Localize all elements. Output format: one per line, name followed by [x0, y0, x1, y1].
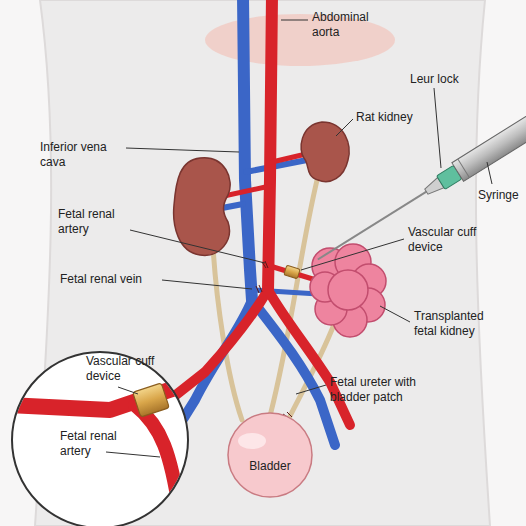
- arteries: [172, 0, 350, 425]
- part-label: Fetal renal artery: [60, 429, 132, 459]
- part-label: Fetal ureter with bladder patch: [330, 375, 442, 405]
- leader-line: [434, 88, 441, 168]
- part-label: Fetal renal vein: [60, 272, 162, 287]
- kidney-lobe: [328, 270, 368, 310]
- inset-cuff: [133, 383, 170, 417]
- iliac-artery: [172, 290, 268, 398]
- leader-line: [126, 148, 239, 152]
- leader-lines: [106, 20, 492, 457]
- part-label: Inferior vena cava: [40, 140, 124, 170]
- leader-line: [162, 280, 252, 289]
- part-label: Fetal renal artery: [58, 207, 132, 237]
- bladder-circle: [228, 413, 312, 497]
- leader-line: [336, 119, 353, 136]
- bladder: Bladder: [218, 411, 322, 499]
- iliac-artery: [268, 290, 350, 425]
- sutures: [256, 261, 292, 418]
- leader-line: [487, 162, 492, 184]
- inset-border: [12, 352, 188, 526]
- rat-kidney: [301, 122, 349, 182]
- suture: [256, 261, 292, 418]
- leader-line: [380, 306, 410, 322]
- leader-line: [130, 230, 265, 263]
- part-label: Abdominal aorta: [312, 10, 384, 40]
- leader-line: [281, 20, 308, 21]
- bladder-shape: [218, 411, 322, 499]
- leader-line: [296, 385, 326, 394]
- inset: [10, 352, 205, 526]
- part-label: Rat kidney: [356, 110, 446, 125]
- cuff-device: [284, 265, 300, 279]
- rat-kidney: [174, 158, 231, 256]
- barrel-ring: [458, 159, 470, 178]
- renal-artery: [224, 186, 270, 196]
- aorta: [268, 0, 272, 290]
- leader-line: [106, 452, 160, 457]
- syringe: [312, 99, 526, 269]
- bladder-highlight: [238, 433, 266, 449]
- part-label: Syringe: [478, 188, 524, 203]
- vena-cava: [243, 0, 252, 300]
- renal-artery: [272, 154, 306, 162]
- inset-artery: [135, 405, 182, 526]
- part-label: Vascular cuff device: [86, 354, 168, 384]
- leader-line: [301, 239, 404, 270]
- part-label: Leur lock: [410, 72, 490, 87]
- renal-vein: [222, 204, 243, 208]
- part-label: Vascular cuff device: [408, 225, 490, 255]
- leader-line: [118, 387, 138, 394]
- part-label: Transplanted fetal kidney: [414, 309, 504, 339]
- fetal-renal-artery: [270, 266, 316, 280]
- organ-label: Bladder: [218, 459, 322, 474]
